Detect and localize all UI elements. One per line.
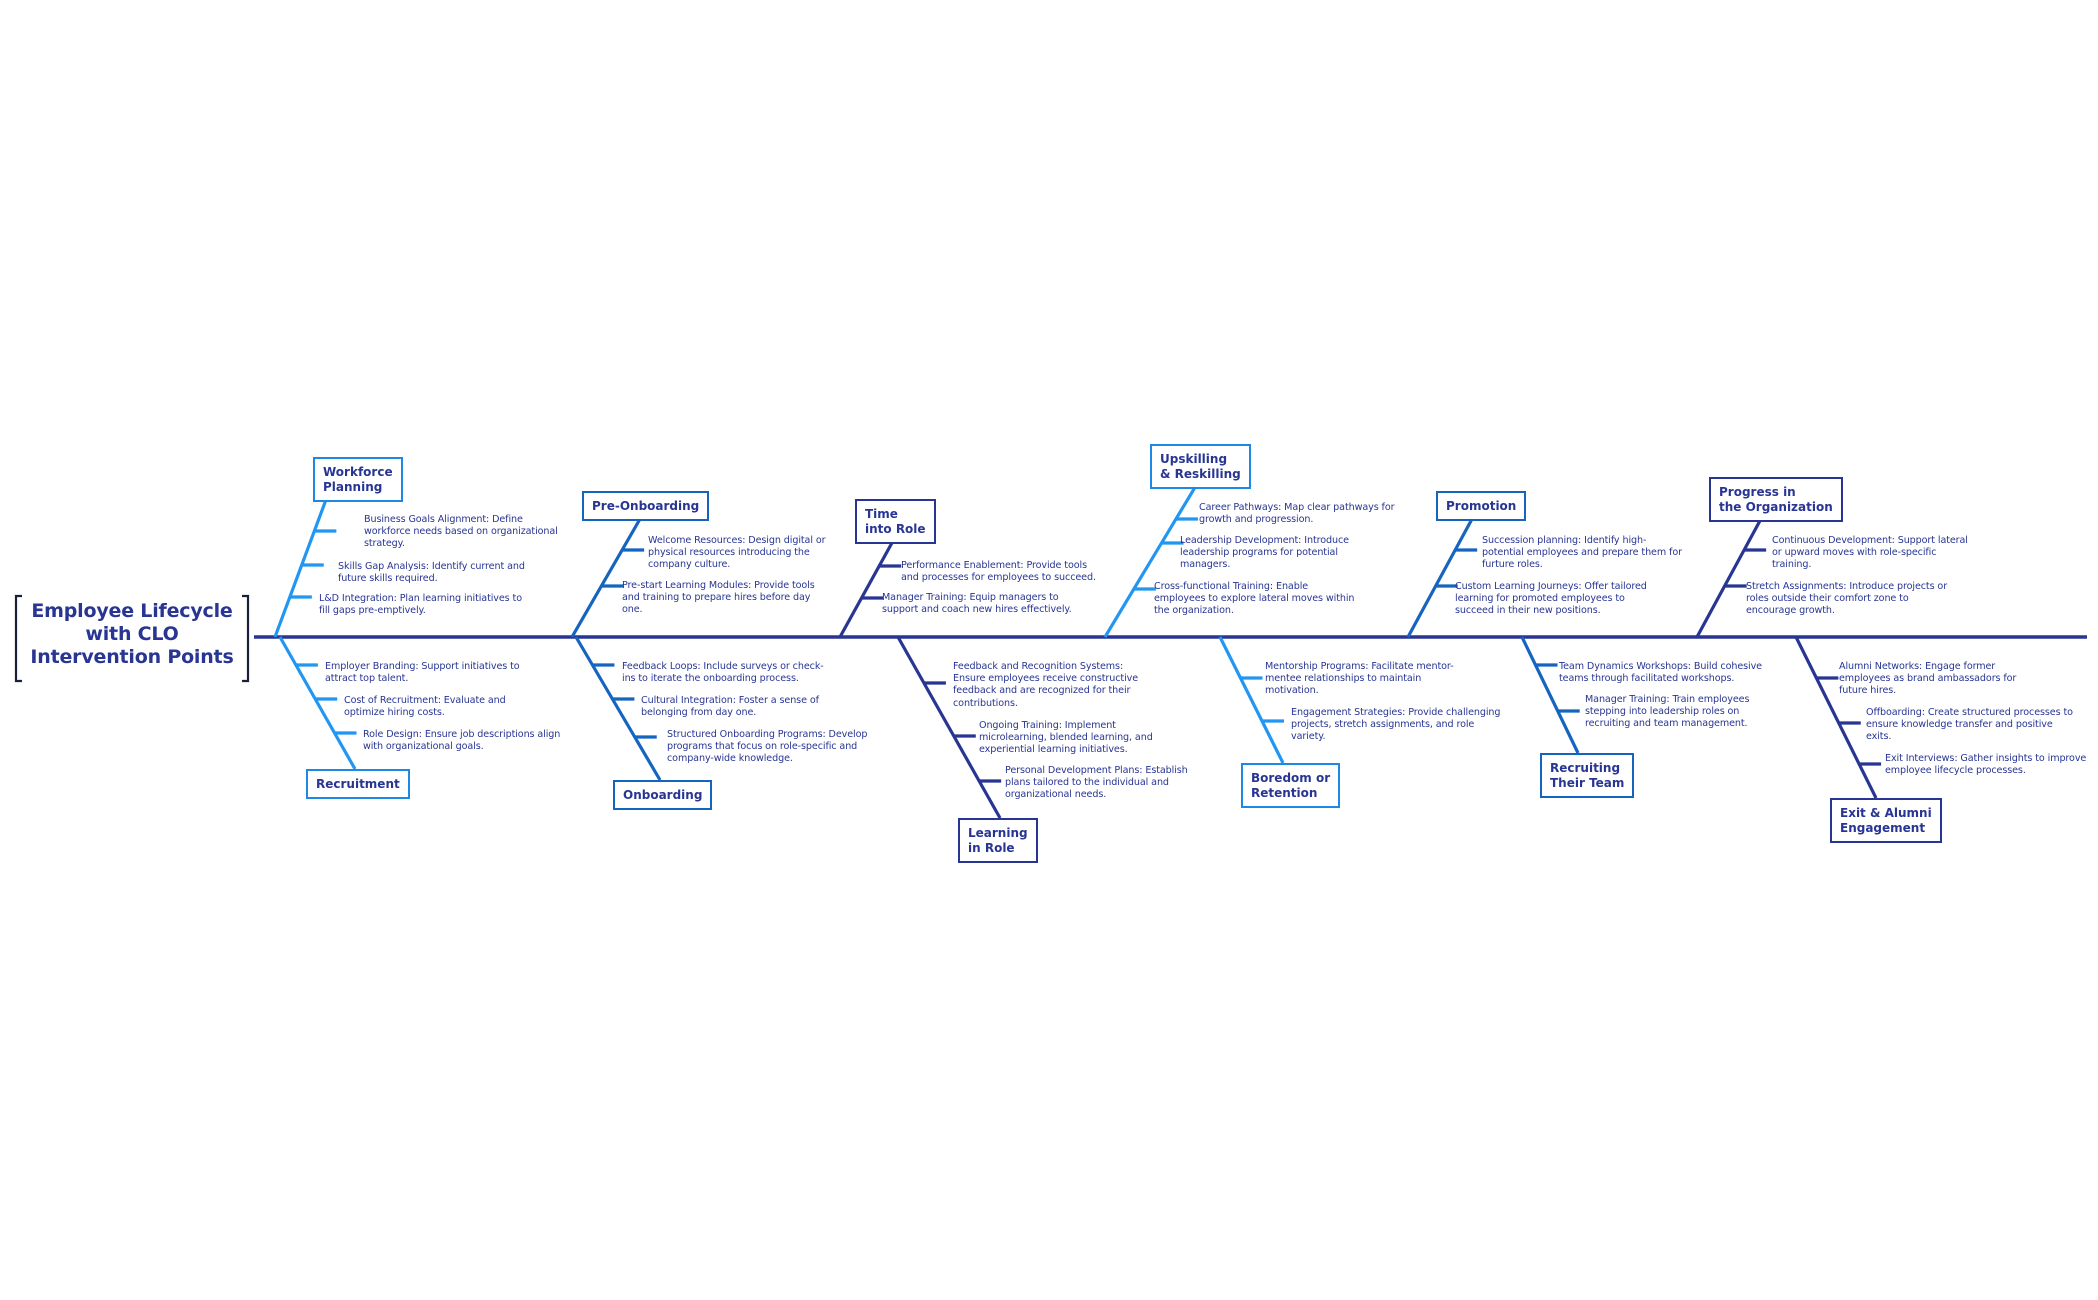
cause-note: Cost of Recruitment: Evaluate and optimi… (344, 695, 506, 719)
cause-note: Manager Training: Train employees steppi… (1585, 694, 1750, 730)
category-label: Retention (1251, 786, 1318, 800)
diagram-title: Employee Lifecycle with CLO Intervention… (22, 600, 242, 669)
category-label: Recruitment (316, 777, 400, 791)
cause-note: Manager Training: Equip managers to supp… (882, 592, 1072, 616)
category-label: Upskilling (1160, 452, 1228, 466)
cause-note: Exit Interviews: Gather insights to impr… (1885, 753, 2087, 777)
cause-note: Feedback and Recognition Systems: Ensure… (953, 661, 1139, 709)
cause-note: Feedback Loops: Include surveys or check… (622, 661, 824, 685)
category-bone (1520, 636, 1580, 754)
category-label: Planning (323, 480, 383, 494)
cause-note: Leadership Development: Introduce leader… (1180, 535, 1349, 571)
category-learning-in-role: Learning in Role (958, 818, 1038, 863)
cause-note: Custom Learning Journeys: Offer tailored… (1455, 581, 1647, 617)
cause-note: Business Goals Alignment: Define workfor… (364, 514, 558, 550)
category-label: in Role (968, 841, 1015, 855)
category-workforce-planning: Workforce Planning (313, 457, 403, 502)
category-label: Pre-Onboarding (592, 499, 700, 513)
cause-note: L&D Integration: Plan learning initiativ… (319, 593, 522, 617)
title-bracket-right (242, 594, 250, 683)
cause-note: Stretch Assignments: Introduce projects … (1746, 581, 1948, 617)
category-exit-alumni-engagement: Exit & Alumni Engagement (1830, 798, 1942, 843)
category-label: the Organization (1719, 500, 1833, 514)
category-bone (1218, 636, 1285, 764)
category-upskilling-reskilling: Upskilling & Reskilling (1150, 444, 1251, 489)
category-label: Promotion (1446, 499, 1517, 513)
cause-note: Structured Onboarding Programs: Develop … (667, 729, 868, 765)
category-bone (1695, 516, 1764, 638)
category-bone (1794, 636, 1878, 799)
category-bone (574, 636, 662, 781)
cause-note: Performance Enablement: Provide tools an… (901, 560, 1096, 584)
cause-note: Personal Development Plans: Establish pl… (1005, 765, 1188, 801)
category-bone (896, 636, 1002, 819)
cause-note: Ongoing Training: Implement microlearnin… (979, 720, 1153, 756)
cause-note: Pre-start Learning Modules: Provide tool… (622, 580, 815, 616)
title-line-2: with CLO (85, 623, 179, 645)
cause-note: Role Design: Ensure job descriptions ali… (363, 729, 561, 753)
cause-note: Employer Branding: Support initiatives t… (325, 661, 520, 685)
title-bracket-left (14, 594, 22, 683)
category-boredom-or-retention: Boredom or Retention (1241, 763, 1341, 808)
category-label: Time (865, 507, 898, 521)
cause-note: Mentorship Programs: Facilitate mentor-m… (1265, 661, 1454, 697)
category-label: into Role (865, 522, 926, 536)
category-label: Their Team (1550, 776, 1625, 790)
cause-note: Continuous Development: Support lateral … (1772, 535, 1968, 571)
cause-note: Cross-functional Training: Enable employ… (1154, 581, 1355, 617)
category-time-into-role: Time into Role (855, 499, 936, 544)
category-bone (278, 636, 357, 770)
category-label: Engagement (1840, 821, 1926, 835)
category-label: & Reskilling (1160, 467, 1241, 481)
category-bone (273, 496, 329, 638)
category-bone (838, 540, 895, 638)
cause-note: Welcome Resources: Design digital or phy… (648, 535, 826, 571)
cause-note: Team Dynamics Workshops: Build cohesive … (1559, 661, 1762, 685)
cause-note: Offboarding: Create structured processes… (1866, 707, 2073, 743)
category-bone (570, 518, 642, 638)
cause-note: Engagement Strategies: Provide challengi… (1291, 707, 1501, 743)
title-line-3: Intervention Points (30, 646, 234, 668)
cause-note: Succession planning: Identify high-poten… (1482, 535, 1682, 571)
cause-note: Career Pathways: Map clear pathways for … (1199, 502, 1395, 526)
category-bone (1103, 483, 1199, 638)
cause-note: Cultural Integration: Foster a sense of … (641, 695, 819, 719)
cause-note: Alumni Networks: Engage former employees… (1839, 661, 2017, 697)
category-pre-onboarding: Pre-Onboarding (582, 491, 710, 521)
category-label: Workforce (323, 465, 393, 479)
category-recruiting-their-team: Recruiting Their Team (1540, 753, 1635, 798)
category-label: Recruiting (1550, 761, 1621, 775)
category-promotion: Promotion (1436, 491, 1527, 521)
category-bone (1406, 518, 1474, 638)
category-label: Onboarding (623, 788, 703, 802)
category-recruitment: Recruitment (306, 769, 410, 799)
category-label: Progress in (1719, 485, 1796, 499)
title-line-1: Employee Lifecycle (31, 600, 233, 622)
cause-note: Skills Gap Analysis: Identify current an… (338, 561, 525, 585)
category-progress-in-organization: Progress in the Organization (1709, 477, 1843, 522)
category-label: Exit & Alumni (1840, 806, 1932, 820)
category-onboarding: Onboarding (613, 780, 713, 810)
category-label: Boredom or (1251, 771, 1331, 785)
category-label: Learning (968, 826, 1028, 840)
